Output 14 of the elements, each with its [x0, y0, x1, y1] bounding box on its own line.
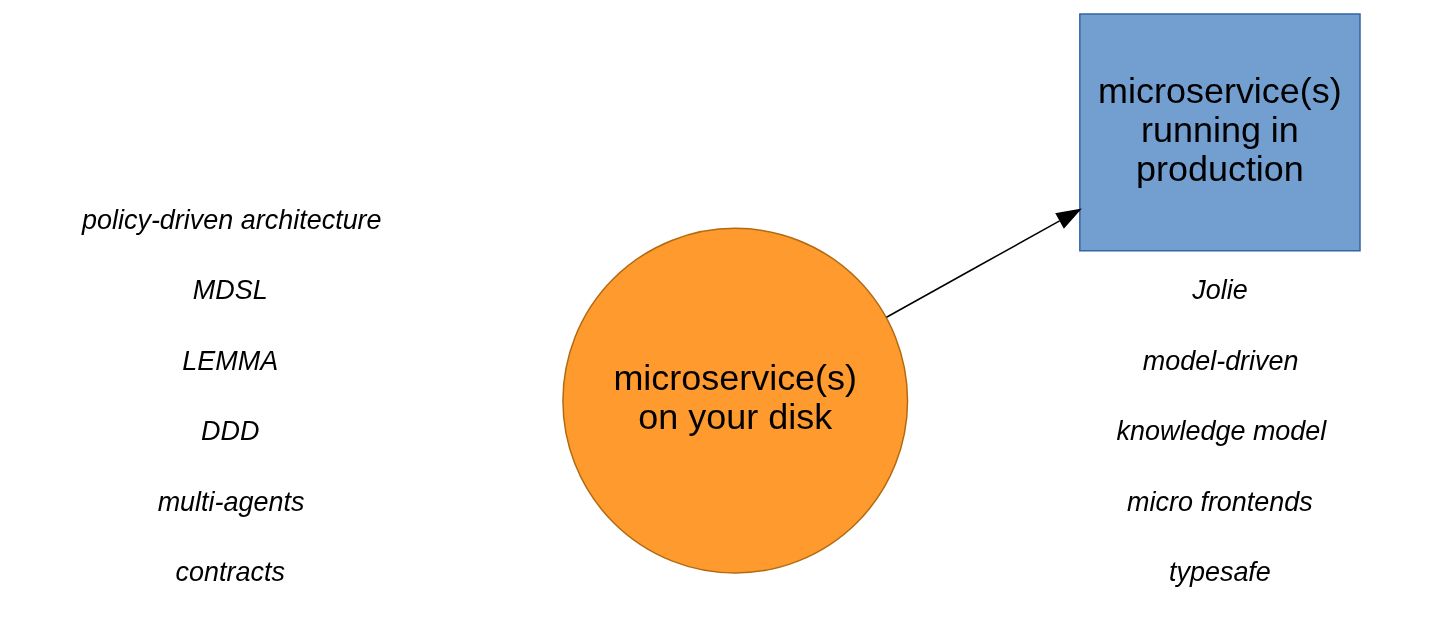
label: Jolie — [1192, 275, 1248, 306]
node-circle: microservice(s) on your disk — [562, 227, 909, 574]
label: micro frontends — [1127, 486, 1313, 517]
arrow — [885, 208, 1082, 318]
label: model-driven — [1142, 345, 1299, 376]
node-box: microservice(s) running in production — [1079, 13, 1361, 252]
label: contracts — [175, 557, 285, 588]
label: policy-driven architecture — [81, 204, 382, 235]
label: typesafe — [1168, 557, 1271, 588]
label: multi-agents — [157, 486, 305, 517]
label: LEMMA — [182, 345, 279, 376]
label: knowledge model — [1116, 416, 1327, 447]
label: MDSL — [192, 275, 268, 306]
label: DDD — [201, 416, 260, 447]
